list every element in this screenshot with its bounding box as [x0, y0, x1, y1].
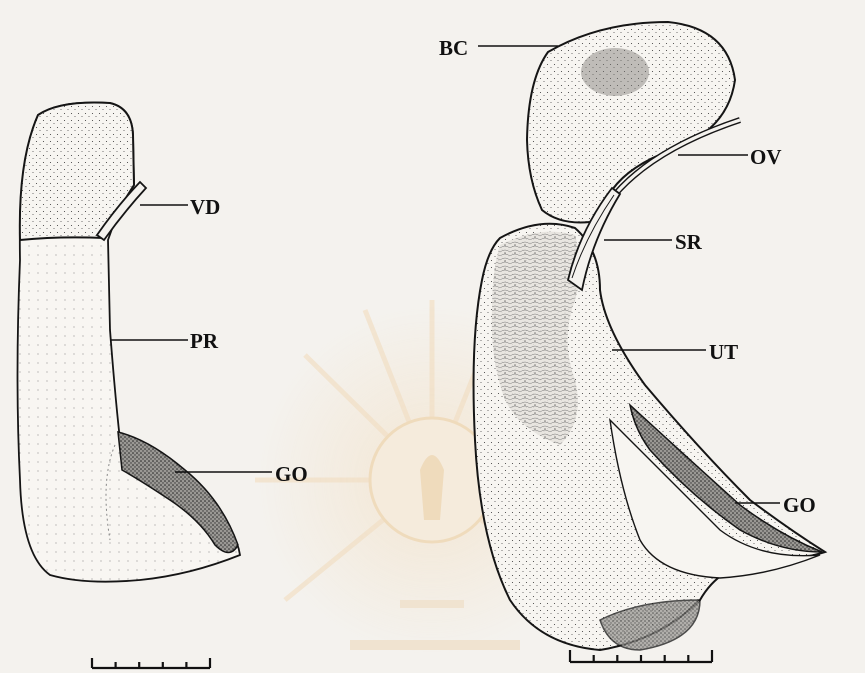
left-scale-bar	[92, 658, 210, 668]
right-specimen	[474, 22, 825, 650]
label-go-left: GO	[275, 462, 308, 486]
label-ut: UT	[709, 340, 738, 364]
label-pr-left: PR	[190, 329, 219, 353]
label-go-right: GO	[783, 493, 816, 517]
label-sr: SR	[675, 230, 703, 254]
label-ov: OV	[750, 145, 782, 169]
right-scale-bar	[570, 650, 712, 662]
label-vd: VD	[190, 195, 220, 219]
label-bc: BC	[439, 36, 468, 60]
